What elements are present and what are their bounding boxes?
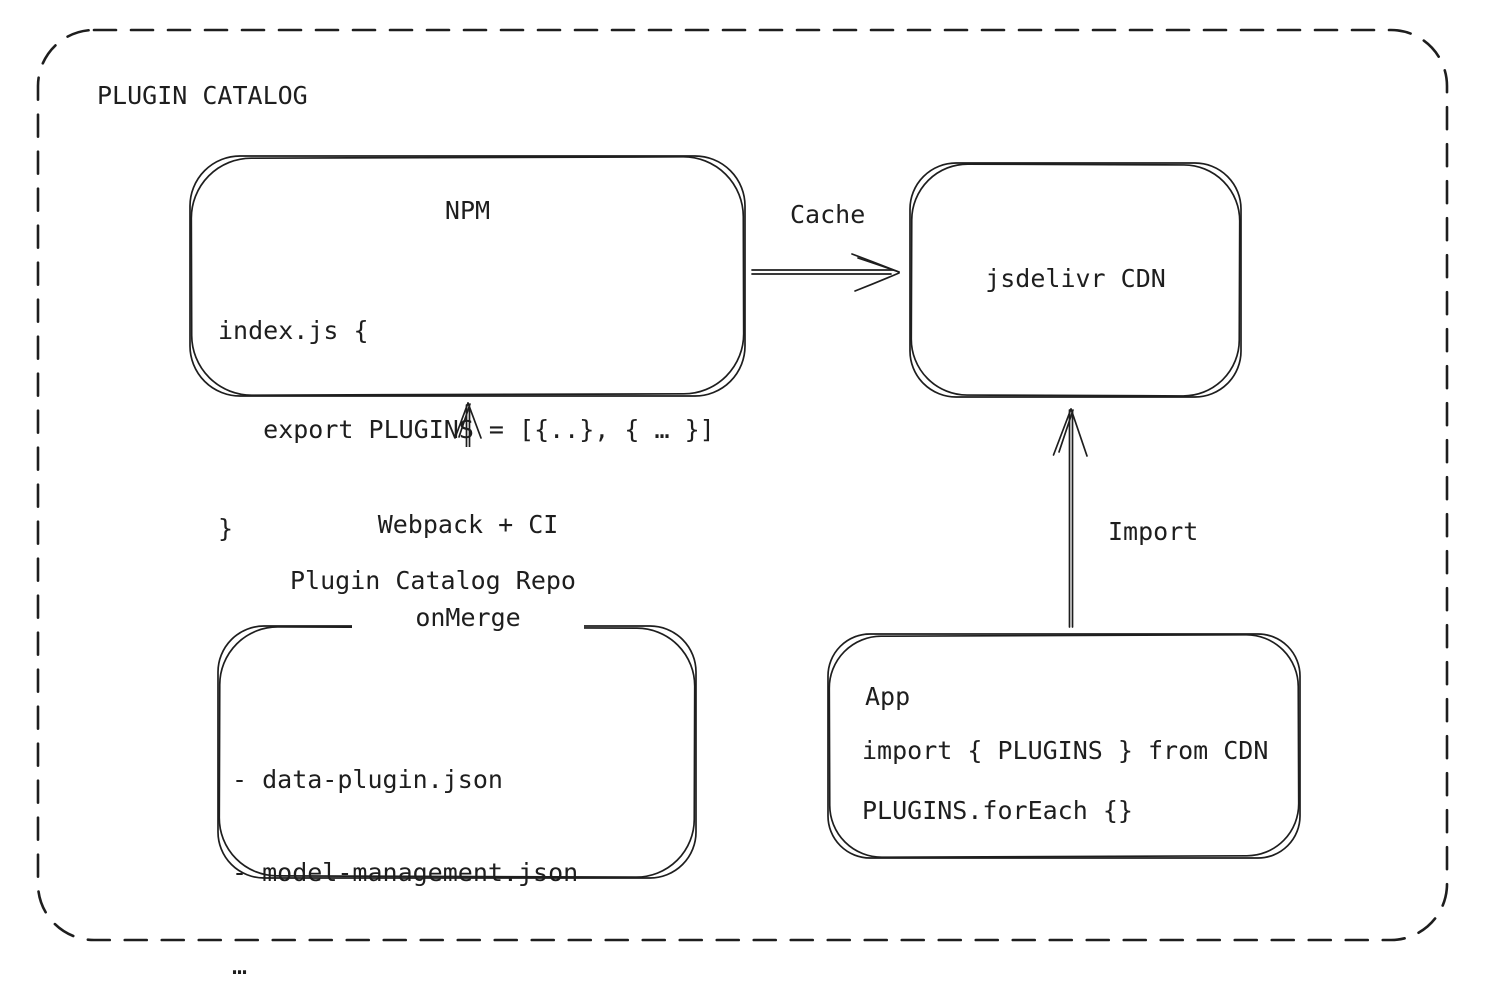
npm-box-shape	[189, 155, 746, 397]
cdn-title: jsdelivr CDN	[985, 264, 1166, 293]
catalog-frame-border	[36, 28, 1449, 942]
repo-item: …	[232, 951, 248, 980]
cache-arrow-label: Cache	[790, 200, 866, 229]
import-arrow	[1052, 408, 1088, 628]
catalog-frame-title: PLUGIN CATALOG	[97, 81, 308, 110]
npm-code-line: }	[218, 514, 234, 543]
app-box-shape	[827, 633, 1301, 859]
npm-code-line: index.js {	[218, 316, 369, 345]
repo-item: - model-management.json	[232, 858, 579, 887]
repo-item: - data-plugin.json	[232, 765, 503, 794]
build-arrow-label-line1: Webpack + CI	[377, 510, 559, 539]
npm-code-line: export PLUGINS = [{..}, { … }]	[218, 415, 715, 444]
repo-label: Plugin Catalog Repo	[290, 566, 576, 595]
import-arrow-label: Import	[1108, 517, 1199, 546]
app-title: App	[865, 682, 911, 711]
app-code-line: import { PLUGINS } from CDN	[862, 736, 1269, 765]
repo-item-list: - data-plugin.json - model-management.js…	[232, 702, 578, 1002]
npm-code-block: index.js { export PLUGINS = [{..}, { … }…	[218, 248, 715, 611]
cdn-box-shape	[909, 162, 1242, 398]
npm-title: NPM	[444, 196, 491, 225]
build-arrow-label-line2: onMerge	[415, 603, 521, 632]
app-code-line: PLUGINS.forEach {}	[862, 796, 1133, 825]
build-arrow-label: Webpack + CI onMerge	[352, 447, 584, 695]
cache-arrow	[751, 253, 900, 292]
